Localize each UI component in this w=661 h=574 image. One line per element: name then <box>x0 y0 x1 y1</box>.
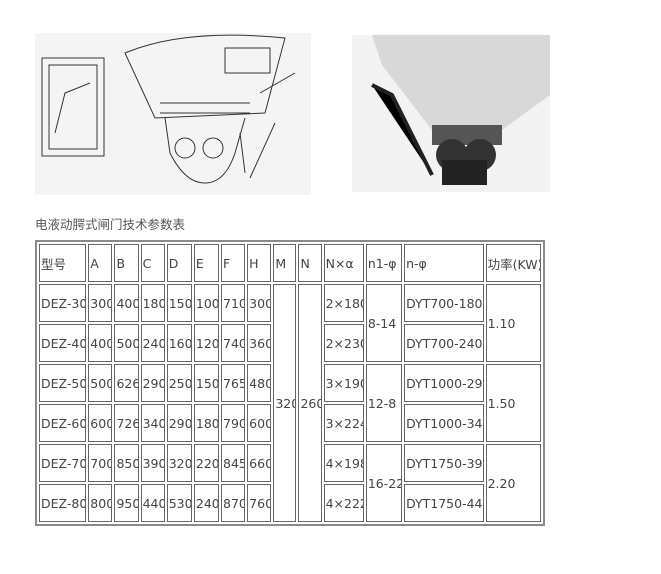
cell-b: 850 <box>114 444 139 482</box>
cell-power: 1.10 <box>485 284 541 362</box>
cell-nphi: DYT1750-390 <box>404 444 484 482</box>
cell-nxa: 2×230 <box>323 324 364 362</box>
cell-nxa: 3×190 <box>323 364 364 402</box>
cell-d: 530 <box>166 484 192 522</box>
model-cell: DEZ-30 <box>39 284 87 322</box>
table-row: DEZ-80 800 950 440 530 240 870 760 4×222… <box>39 484 541 522</box>
cell-e: 220 <box>193 444 220 482</box>
cell-power: 2.20 <box>485 444 541 522</box>
cell-m: 320 <box>273 284 297 522</box>
header-cell: n1-φ <box>365 244 403 282</box>
cell-c: 340 <box>140 404 165 442</box>
header-cell: N <box>298 244 322 282</box>
header-cell: 型号 <box>39 244 87 282</box>
cell-b: 726 <box>114 404 139 442</box>
table-row: DEZ-30 300 400 180 150 100 710 300 320 2… <box>39 284 541 522</box>
header-cell: A <box>88 244 113 282</box>
cell-n1phi: 8-14 <box>365 284 403 362</box>
header-cell: N×α <box>323 244 364 282</box>
cell-nxa: 2×180 <box>323 284 364 322</box>
cell-d: 290 <box>166 404 192 442</box>
model-cell: DEZ-70 <box>39 444 87 482</box>
model-cell: DEZ-60 <box>39 404 87 442</box>
cell-h: 360 <box>247 324 272 362</box>
cell-a: 700 <box>88 444 113 482</box>
cell-n1phi: 16-22 <box>365 444 403 522</box>
cell-nphi: DYT1750-440 <box>404 484 484 522</box>
table-row: DEZ-40 400 500 240 160 120 740 360 2×230… <box>39 324 541 362</box>
cell-a: 600 <box>88 404 113 442</box>
cell-f: 870 <box>221 484 246 522</box>
cell-n: 260 <box>298 284 322 522</box>
header-row: 型号 A B C D E F H M N N×α n1-φ n-φ 功率(KW) <box>39 244 541 282</box>
cell-power: 1.50 <box>485 364 541 442</box>
header-cell: H <box>247 244 272 282</box>
parameter-table: 型号 A B C D E F H M N N×α n1-φ n-φ 功率(KW)… <box>35 240 545 526</box>
cell-f: 765 <box>221 364 246 402</box>
technical-drawing <box>35 33 311 195</box>
cell-h: 480 <box>247 364 272 402</box>
cell-nxa: 3×224 <box>323 404 364 442</box>
cell-e: 180 <box>193 404 220 442</box>
model-cell: DEZ-50 <box>39 364 87 402</box>
cell-nphi: DYT1000-290 <box>404 364 484 402</box>
cell-e: 120 <box>193 324 220 362</box>
cell-e: 240 <box>193 484 220 522</box>
cell-f: 790 <box>221 404 246 442</box>
cell-a: 500 <box>88 364 113 402</box>
table-caption: 电液动腭式闸门技术参数表 <box>35 217 186 232</box>
cell-f: 845 <box>221 444 246 482</box>
model-cell: DEZ-80 <box>39 484 87 522</box>
cell-c: 240 <box>140 324 165 362</box>
cell-nxa: 4×198 <box>323 444 364 482</box>
header-cell: M <box>273 244 297 282</box>
cell-h: 660 <box>247 444 272 482</box>
table-row: DEZ-60 600 726 340 290 180 790 600 3×224… <box>39 404 541 442</box>
cell-n1phi: 12-8 <box>365 364 403 442</box>
cell-d: 160 <box>166 324 192 362</box>
product-photo <box>352 35 550 192</box>
cell-nxa: 4×222 <box>323 484 364 522</box>
cell-nphi: DYT700-240 <box>404 324 484 362</box>
cell-d: 250 <box>166 364 192 402</box>
cell-nphi: DYT1000-340 <box>404 404 484 442</box>
cell-c: 180 <box>140 284 165 322</box>
cell-b: 950 <box>114 484 139 522</box>
cell-b: 500 <box>114 324 139 362</box>
cell-d: 150 <box>166 284 192 322</box>
cell-f: 740 <box>221 324 246 362</box>
cell-d: 320 <box>166 444 192 482</box>
header-cell: C <box>140 244 165 282</box>
cell-e: 100 <box>193 284 220 322</box>
cell-a: 800 <box>88 484 113 522</box>
model-cell: DEZ-40 <box>39 324 87 362</box>
header-cell: D <box>166 244 192 282</box>
header-cell: F <box>221 244 246 282</box>
table-row: DEZ-50 500 626 290 250 150 765 480 3×190… <box>39 364 541 442</box>
cell-b: 626 <box>114 364 139 402</box>
cell-nphi: DYT700-180 <box>404 284 484 322</box>
cell-c: 390 <box>140 444 165 482</box>
cell-h: 600 <box>247 404 272 442</box>
header-cell: n-φ <box>404 244 484 282</box>
cell-a: 300 <box>88 284 113 322</box>
cell-c: 440 <box>140 484 165 522</box>
cell-h: 760 <box>247 484 272 522</box>
cell-b: 400 <box>114 284 139 322</box>
header-cell: 功率(KW) <box>485 244 541 282</box>
table-row: DEZ-70 700 850 390 320 220 845 660 4×198… <box>39 444 541 522</box>
cell-e: 150 <box>193 364 220 402</box>
cell-h: 300 <box>247 284 272 322</box>
cell-a: 400 <box>88 324 113 362</box>
header-cell: B <box>114 244 139 282</box>
cell-c: 290 <box>140 364 165 402</box>
cell-f: 710 <box>221 284 246 322</box>
header-cell: E <box>193 244 220 282</box>
